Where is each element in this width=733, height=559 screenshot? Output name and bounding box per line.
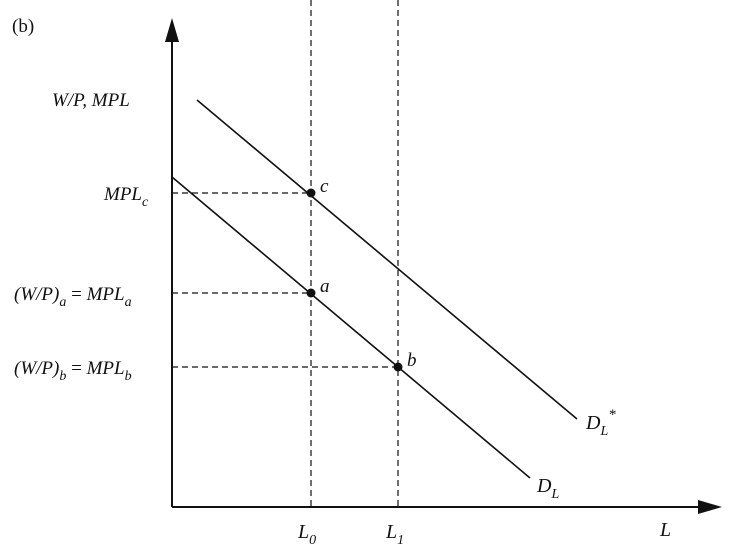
point-c-label: c bbox=[320, 176, 329, 197]
dl-curve bbox=[171, 176, 531, 479]
point-a bbox=[306, 288, 316, 298]
x-tick-l1: L1 bbox=[385, 521, 404, 548]
y-tick-mplc: MPLc bbox=[103, 184, 149, 210]
dlstar-curve bbox=[196, 99, 578, 420]
dlstar-curve-label: DL* bbox=[585, 407, 616, 439]
x-tick-l0: L0 bbox=[297, 521, 316, 548]
y-tick-wpb: (W/P)b = MPLb bbox=[14, 358, 132, 384]
x-axis-arrowhead bbox=[698, 500, 722, 514]
y-tick-wpa: (W/P)a = MPLa bbox=[14, 284, 132, 310]
point-b bbox=[393, 362, 403, 372]
point-b-label: b bbox=[407, 350, 417, 371]
point-a-label: a bbox=[320, 276, 330, 297]
dl-curve-label: DL bbox=[536, 475, 559, 502]
y-axis-arrowhead bbox=[165, 18, 179, 42]
y-axis-label: W/P, MPL bbox=[52, 90, 130, 111]
point-c bbox=[306, 188, 316, 198]
panel-label: (b) bbox=[12, 16, 34, 37]
x-axis-label: L bbox=[659, 519, 671, 541]
